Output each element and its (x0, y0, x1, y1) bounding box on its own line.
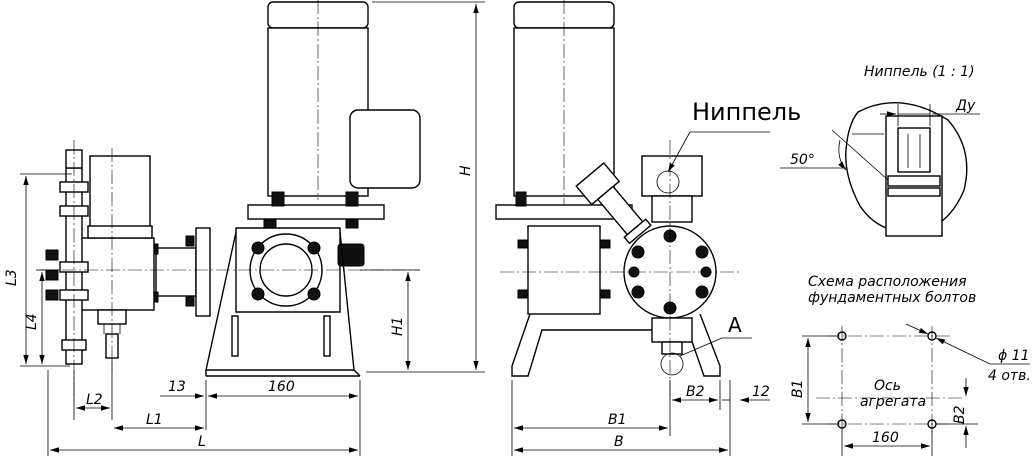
front-view (495, 0, 740, 400)
dim-label-13: 13 (168, 379, 186, 395)
bolt-layout-title-1: Схема расположения (808, 274, 967, 290)
nipple-angle-label: 50° (790, 152, 815, 168)
nipple-detail (780, 102, 980, 237)
front-base (511, 313, 721, 377)
nipple-callout-label: Ниппель (692, 98, 801, 126)
side-view-dimensions (20, 1, 485, 456)
dim-label-B2-front: B2 (686, 384, 705, 400)
front-gearbox (527, 225, 601, 315)
dim-label-L4: L4 (24, 313, 40, 330)
nipple-du-label: Ду (955, 98, 976, 114)
bolt-hole (927, 331, 937, 341)
side-view (40, 0, 421, 405)
axis-label-1: Ось (874, 378, 901, 394)
dim-label-L1: L1 (146, 412, 163, 428)
dim-label-B1-front: B1 (608, 412, 627, 428)
hole-count-label: 4 отв. (988, 368, 1031, 384)
axis-label-2: агрегата (860, 394, 926, 410)
dim-label-H: H (458, 165, 474, 176)
dim-label-B: B (614, 434, 624, 450)
nipple-detail-title: Ниппель (1 : 1) (864, 64, 975, 80)
side-base-frame (205, 231, 355, 371)
detail-A-label: A (728, 313, 742, 337)
bolt-layout-title-2: фундаментных болтов (808, 290, 976, 306)
dim-label-12: 12 (752, 384, 770, 400)
side-coupling (155, 247, 197, 297)
bolt-layout (802, 323, 1030, 456)
dim-label-160-plan: 160 (872, 430, 899, 446)
dim-label-L: L (198, 434, 206, 450)
side-motor-flange (247, 204, 385, 220)
dim-label-H1: H1 (390, 317, 406, 336)
dim-label-L3: L3 (4, 269, 20, 286)
side-terminal-box (349, 109, 421, 189)
detail-A-circle (660, 352, 684, 376)
side-pump-head (79, 237, 155, 311)
hole-diameter-label: ϕ 11 (998, 348, 1030, 364)
front-view-dimensions (511, 131, 770, 456)
dim-label-160-side: 160 (268, 379, 295, 395)
dim-label-B1-plan: B1 (790, 379, 806, 398)
dim-label-B2-plan: B2 (952, 405, 968, 424)
dim-label-L2: L2 (86, 392, 103, 408)
